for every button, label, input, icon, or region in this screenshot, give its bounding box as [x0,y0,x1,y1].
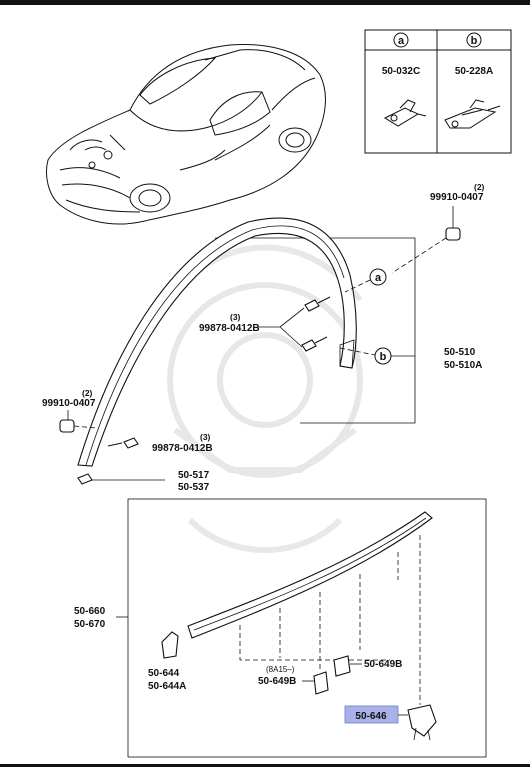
label-99878-mid-qty: (3) [230,312,241,322]
legend-part-b: 50-228A [455,66,493,77]
bottom-border [0,764,530,767]
label-50-517: 50-517 [178,470,210,481]
label-50-644A: 50-644A [148,681,186,692]
clip-50-646 [407,704,437,737]
clip-50-649B-right [333,655,351,677]
label-50-646: 50-646 [355,711,387,722]
clip-99910-left [59,419,75,433]
label-99910-top-qty: (2) [474,182,485,192]
end-cap-50-517 [77,473,93,485]
clip-a-icon [383,99,427,127]
legend-letter-a: a [398,35,405,47]
label-50-510A: 50-510A [444,360,482,371]
legend-callout-a [393,32,409,48]
clip-99910-top [445,227,461,241]
legend-letter-b: b [471,35,478,47]
label-50-660: 50-660 [74,606,106,617]
clip-legend: a b 50-032C 50-228A [364,29,512,154]
legend-callout-b [466,32,482,48]
legend-part-a: 50-032C [382,66,420,77]
label-50-644: 50-644 [148,668,180,679]
label-8A15-note: (8A15–) [266,665,295,674]
label-50-649B-left: 50-649B [258,676,296,687]
car-illustration [46,44,326,225]
highlight-50-646 [344,705,399,724]
clip-50-649B-left [313,671,329,695]
label-50-649B-right: 50-649B [364,659,402,670]
clip-b-icon [444,99,501,129]
label-50-670: 50-670 [74,619,106,630]
lower-bracket-box [127,498,487,758]
label-50-510: 50-510 [444,347,476,358]
callout-a-letter: a [375,272,382,284]
side-molding-strip [187,511,433,639]
label-99878-mid: 99878-0412B [199,323,260,334]
screw-99878-lower [301,336,328,352]
label-99878-low-qty: (3) [200,432,211,442]
molding-strip [77,217,357,467]
label-99910-top: 99910-0407 [430,192,484,203]
callout-a [369,268,387,286]
screw-99878-upper [304,296,331,312]
top-border [0,0,530,5]
screw-99878-bottom [107,437,139,449]
label-99878-low: 99878-0412B [152,443,213,454]
clip-50-644 [161,631,179,659]
callout-b-letter: b [380,351,387,363]
label-99910-left-qty: (2) [82,388,93,398]
label-50-537: 50-537 [178,482,210,493]
watermark-seal [167,244,363,553]
window-molding-assembly: (2) 99910-0407 a b 50-510 50-510A (3) 99… [42,182,485,493]
label-99910-left: 99910-0407 [42,398,96,409]
side-molding-assembly: 50-660 50-670 50-644 50-644A 50-649B (8A… [74,498,487,758]
